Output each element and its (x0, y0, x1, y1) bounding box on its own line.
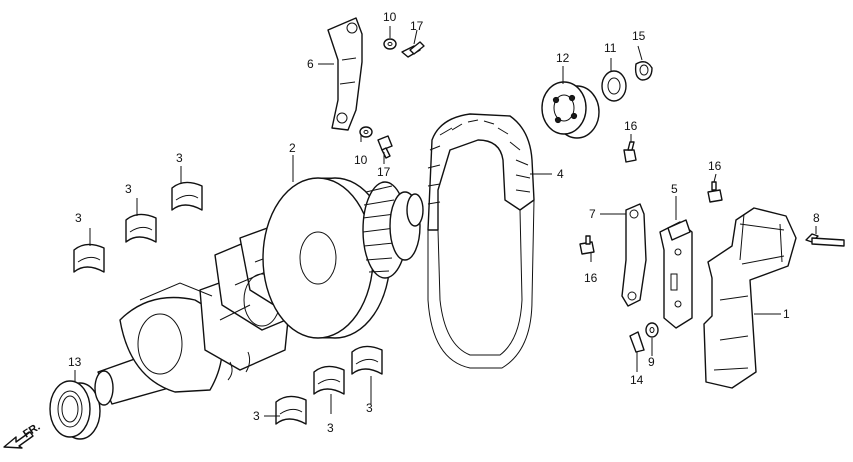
bolt-16-top (623, 141, 637, 163)
callout-10-lower: 10 (354, 153, 368, 167)
ball-bearing (541, 81, 600, 139)
bolt-16-right (707, 181, 723, 203)
washer-10-lower (359, 126, 373, 138)
chain-tensioner (659, 219, 693, 329)
callout-6: 6 (307, 57, 314, 71)
washer-10-upper (383, 38, 397, 50)
callout-16-left: 16 (584, 271, 598, 285)
bearing-shell-3 (171, 181, 203, 211)
callout-1: 1 (783, 307, 790, 321)
callout-3-e: 3 (327, 421, 334, 435)
bearing-shell-1 (73, 243, 105, 273)
bolt-17-lower (377, 135, 393, 159)
callout-7: 7 (589, 207, 596, 221)
bearing-shell-6 (351, 345, 383, 375)
callout-3-a: 3 (75, 211, 82, 225)
callout-16-right: 16 (708, 159, 722, 173)
bearing-shell-5 (313, 365, 345, 395)
callout-10-upper: 10 (383, 10, 397, 24)
callout-labels: 1 2 3 3 3 3 3 3 4 5 6 7 8 9 10 10 11 12 … (68, 10, 820, 435)
washer-9 (645, 322, 659, 338)
callout-11: 11 (604, 41, 617, 55)
callout-13: 13 (68, 355, 82, 369)
bolt-16-left (579, 235, 595, 255)
flywheel (262, 177, 391, 339)
callout-3-d: 3 (253, 409, 260, 423)
leader-lines (74, 26, 817, 417)
bolt-8 (805, 233, 845, 247)
bolt-17-upper (401, 41, 425, 58)
spacer-ring (601, 70, 627, 102)
pin-14 (629, 331, 645, 353)
callout-14: 14 (630, 373, 644, 387)
bearing-shell-2 (125, 213, 157, 243)
front-direction-arrow: FR. (3, 421, 43, 449)
callout-4: 4 (557, 167, 564, 181)
callout-2: 2 (289, 141, 296, 155)
cam-chain (427, 113, 535, 369)
callout-5: 5 (671, 182, 678, 196)
crank-sprocket (362, 181, 424, 279)
bearing-shell-4 (275, 395, 307, 425)
callout-3-f: 3 (366, 401, 373, 415)
callout-12: 12 (556, 51, 570, 65)
tensioner-arm (621, 203, 647, 307)
circlip (634, 61, 653, 81)
oil-seal (49, 380, 101, 440)
callout-16-top: 16 (624, 119, 638, 133)
callout-3-c: 3 (176, 151, 183, 165)
chain-guide-arm (327, 17, 363, 131)
callout-9: 9 (648, 355, 655, 369)
callout-8: 8 (813, 211, 820, 225)
callout-17-upper: 17 (410, 19, 424, 33)
callout-15: 15 (632, 29, 646, 43)
callout-17-lower: 17 (377, 165, 391, 179)
callout-3-b: 3 (125, 182, 132, 196)
cover-plate (703, 207, 797, 389)
